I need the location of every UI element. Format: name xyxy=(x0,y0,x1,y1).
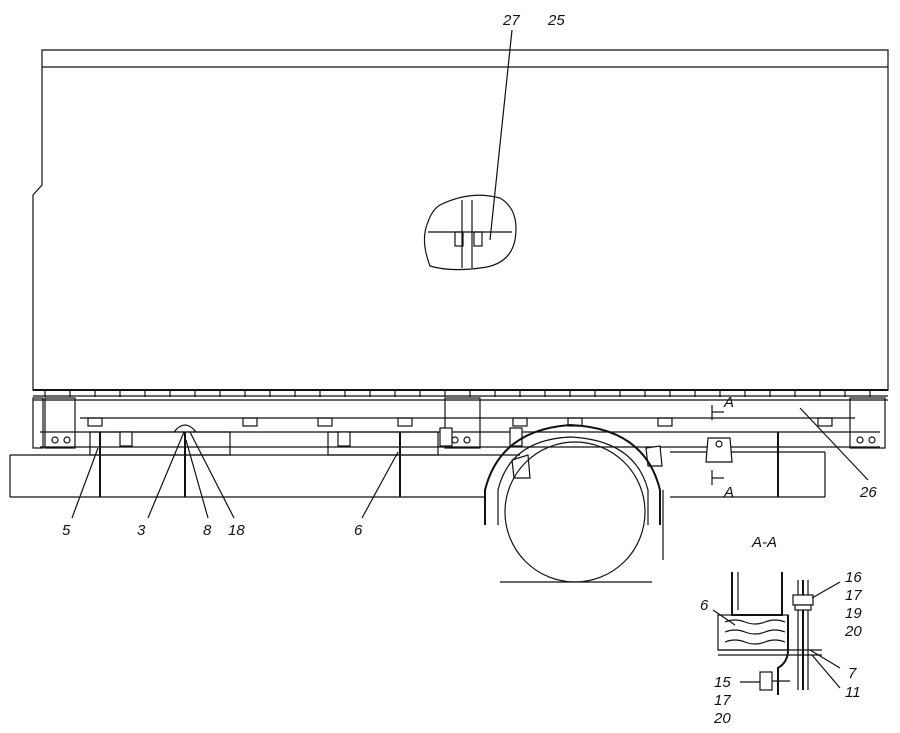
section-mark-bottom: A xyxy=(723,484,734,501)
section-callout-17-bottom: 17 xyxy=(714,692,731,709)
cutaway-detail xyxy=(423,194,517,271)
section-leader-lines xyxy=(712,581,841,689)
section-callout-11: 11 xyxy=(845,684,861,701)
tarpaulin-cover xyxy=(32,49,889,397)
section-line-a xyxy=(711,405,724,485)
side-clip xyxy=(242,417,258,427)
section-callout-17-top: 17 xyxy=(845,587,862,604)
side-board xyxy=(32,397,888,449)
wheel-assembly xyxy=(484,423,664,583)
side-clip xyxy=(657,417,673,427)
callout-3: 3 xyxy=(137,522,146,539)
section-callout-7: 7 xyxy=(848,665,857,682)
callout-26: 26 xyxy=(859,484,877,501)
section-callout-19: 19 xyxy=(845,605,862,622)
side-clip xyxy=(512,417,528,427)
side-clip xyxy=(87,417,103,427)
section-callout-16: 16 xyxy=(845,569,862,586)
section-callout-6: 6 xyxy=(700,597,709,614)
callout-25: 25 xyxy=(547,12,565,29)
tarp-hooks xyxy=(44,390,871,427)
callout-5: 5 xyxy=(62,522,71,539)
side-clip xyxy=(817,417,833,427)
section-title: A-A xyxy=(751,534,777,551)
callout-6: 6 xyxy=(354,522,363,539)
section-callout-20-bottom: 20 xyxy=(713,710,731,727)
side-clip xyxy=(317,417,333,427)
chassis-frame xyxy=(9,424,826,498)
section-mark-top: A xyxy=(723,394,734,411)
section-view-a-a xyxy=(717,572,822,695)
section-callout-20-top: 20 xyxy=(844,623,862,640)
brackets xyxy=(119,427,733,479)
side-clip xyxy=(397,417,413,427)
section-callout-15: 15 xyxy=(714,674,731,691)
callout-18: 18 xyxy=(228,522,245,539)
callout-8: 8 xyxy=(203,522,212,539)
leader-lines xyxy=(71,29,869,519)
callout-27: 27 xyxy=(502,12,520,29)
